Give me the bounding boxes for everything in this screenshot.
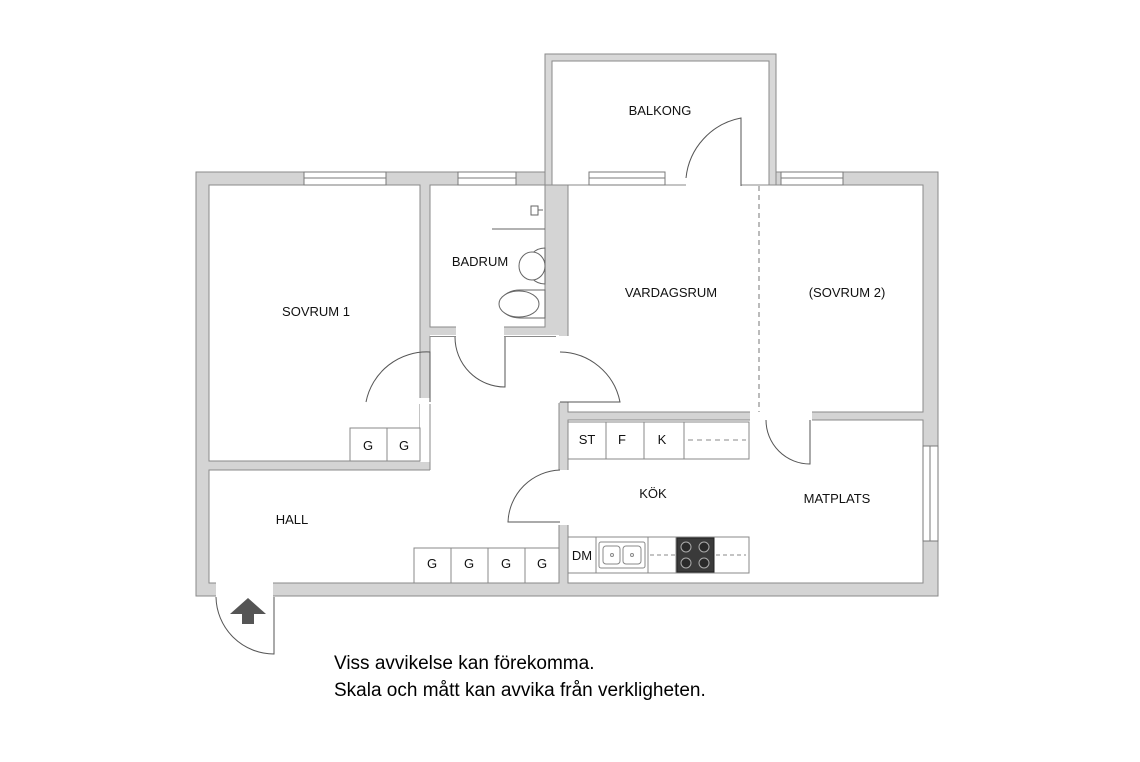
wardrobe-label: G [399, 438, 409, 453]
kitchen-fittings [567, 421, 750, 574]
entrance-arrow-icon [230, 598, 266, 624]
balcony-door [685, 117, 742, 186]
stove-icon [676, 537, 715, 573]
windows [303, 171, 939, 542]
kitchen-door [507, 469, 561, 523]
disclaimer-line-2: Skala och mått kan avvika från verklighe… [334, 680, 706, 701]
label-sovrum1: SOVRUM 1 [282, 304, 350, 319]
kitchen-cabinet-label: K [658, 432, 667, 447]
wardrobe-label: G [427, 556, 437, 571]
bathroom-door [454, 336, 506, 388]
wardrobe-label: G [464, 556, 474, 571]
kitchen-cabinet-label: F [618, 432, 626, 447]
label-badrum: BADRUM [452, 254, 508, 269]
walls [195, 53, 939, 598]
dishwasher-label: DM [572, 548, 592, 563]
sovrum1-door [365, 351, 431, 403]
label-kok: KÖK [639, 486, 667, 501]
corridor-floor [430, 335, 559, 475]
entrance-door [215, 596, 275, 655]
disclaimer: Viss avvikelse kan förekomma. Skala och … [334, 650, 706, 704]
matplats-door [765, 419, 811, 465]
bathroom-fixtures [492, 205, 546, 319]
label-balkong: BALKONG [629, 103, 692, 118]
wardrobes [349, 427, 560, 584]
doors [215, 117, 811, 655]
label-sovrum2: (SOVRUM 2) [809, 285, 886, 300]
label-vardagsrum: VARDAGSRUM [625, 285, 717, 300]
shower-head-icon [530, 205, 539, 216]
kitchen-cabinet-label: ST [579, 432, 596, 447]
vardagsrum-floor [567, 184, 924, 413]
disclaimer-line-1: Viss avvikelse kan förekomma. [334, 653, 595, 674]
vardagsrum-door [559, 351, 621, 403]
label-hall: HALL [276, 512, 309, 527]
sovrum1-floor [208, 184, 421, 462]
wardrobe-label: G [501, 556, 511, 571]
wardrobe-label: G [363, 438, 373, 453]
wardrobe-label: G [537, 556, 547, 571]
label-matplats: MATPLATS [804, 491, 871, 506]
